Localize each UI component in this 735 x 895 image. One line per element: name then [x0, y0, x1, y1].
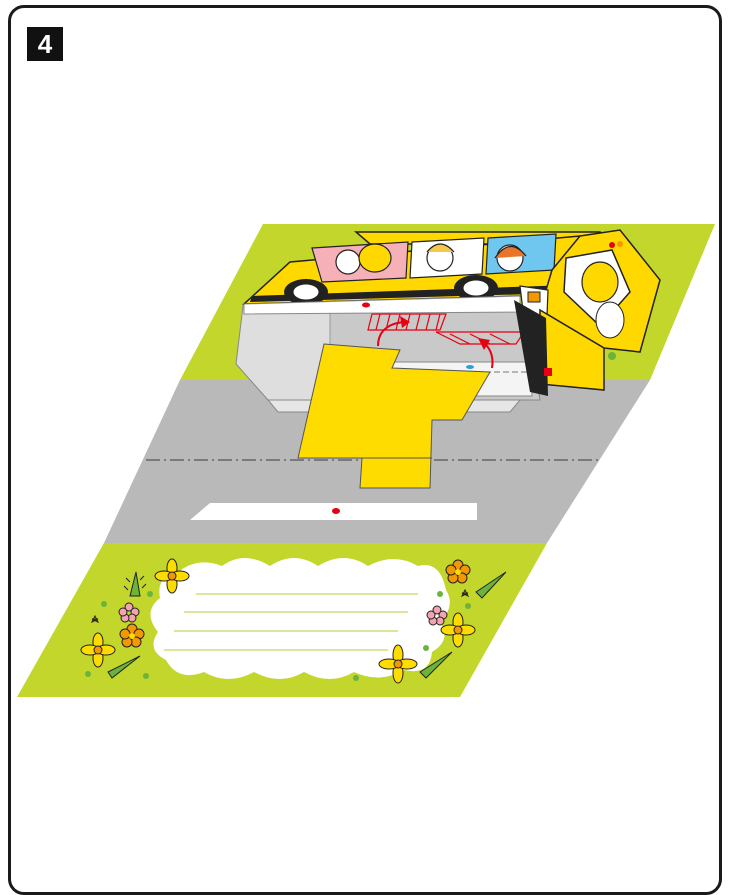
passenger-face-1: [335, 249, 361, 275]
bus-headlight-right: [617, 241, 623, 247]
flower-yellow-right: [440, 612, 476, 648]
flower-yellow-bottom-right: [378, 644, 418, 684]
driver-helmet: [581, 261, 619, 303]
bus-front-wheel: [284, 279, 328, 305]
yellow-fold-tab: [297, 343, 491, 489]
glue-dot-red: [332, 508, 340, 514]
school-bus: [242, 229, 661, 396]
bus-red-light: [544, 368, 552, 376]
bus-headlight-left: [609, 242, 615, 248]
flower-pink-right: [426, 605, 448, 626]
leaf-sprig-right-bottom: [419, 651, 453, 679]
flower-yellow-top-left: [154, 558, 190, 594]
leaf-sprig-right-top: [475, 571, 507, 599]
step-number-badge: 4: [27, 27, 63, 61]
bus-side-stripe: [250, 284, 604, 302]
passenger-helmet-1: [358, 243, 392, 273]
leaf-sprig-left-bottom: [107, 655, 141, 679]
green-dots: [85, 591, 471, 681]
flower-orange-top-right: [445, 559, 471, 584]
bus-rear-wheel: [454, 275, 498, 301]
bus-orange-sign: [527, 291, 541, 303]
message-writing-lines: [164, 593, 418, 651]
small-star-flower: [90, 588, 470, 624]
flower-pink-left: [118, 602, 140, 623]
flower-orange-left: [119, 623, 145, 648]
bus-black-edge: [514, 300, 548, 396]
leaf-sprig-left-top: [123, 571, 147, 597]
message-cloud: [150, 558, 450, 679]
flower-yellow-bottom-left: [80, 632, 116, 668]
